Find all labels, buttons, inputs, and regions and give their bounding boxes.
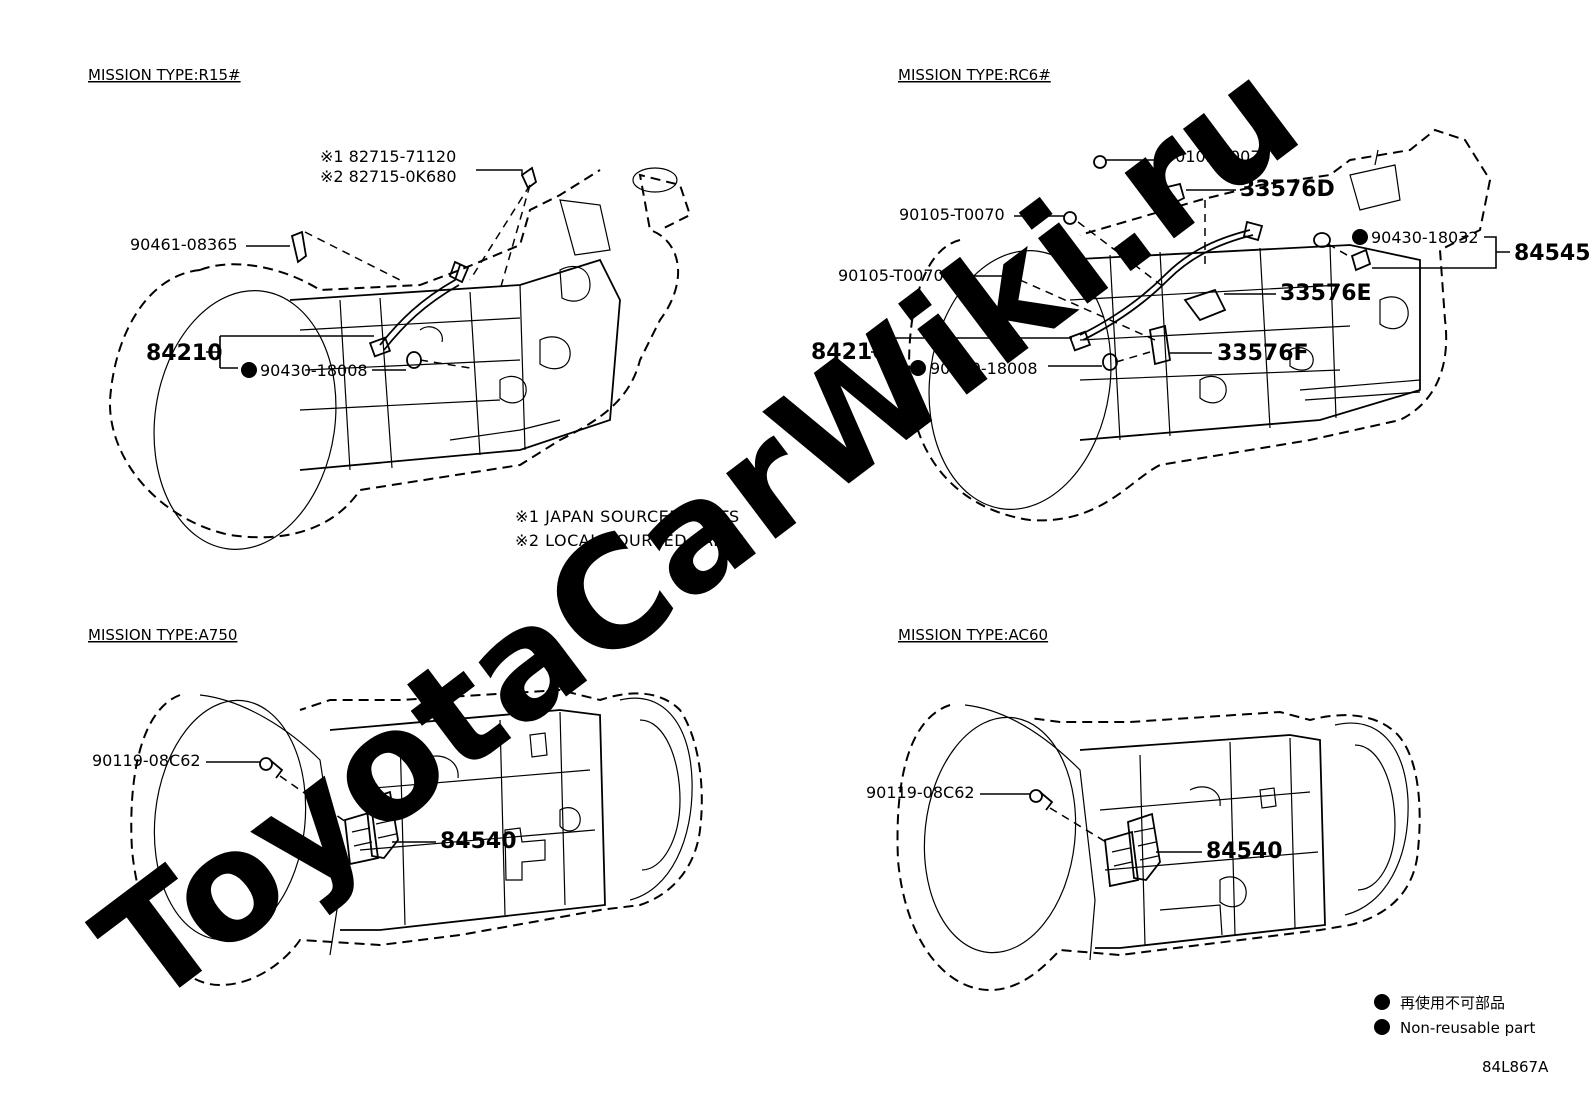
legend-text-japanese: 再使用不可部品 xyxy=(1400,994,1505,1012)
label-33576F: 33576F xyxy=(1217,341,1309,366)
transmission-a750-illustration xyxy=(130,688,703,987)
legend-non-reusable-marker xyxy=(1374,994,1390,1010)
section-a750: MISSION TYPE:A750 90119-08C62 84540 xyxy=(88,626,703,987)
label-90105-T0070-a: 90105-T0070 xyxy=(1165,147,1271,166)
figure-code: 84L867A xyxy=(1482,1058,1549,1076)
label-90119-08C62: 90119-08C62 xyxy=(866,783,975,802)
legend-text-english: Non-reusable part xyxy=(1400,1019,1535,1037)
label-33576D: 33576D xyxy=(1240,177,1335,202)
section-title-r15: MISSION TYPE:R15# xyxy=(88,66,241,84)
section-title-ac60: MISSION TYPE:AC60 xyxy=(898,626,1048,644)
transmission-rc6-illustration xyxy=(908,128,1492,522)
section-r15: MISSION TYPE:R15# xyxy=(88,66,745,550)
label-90461-08365: 90461-08365 xyxy=(130,235,238,254)
label-90119-08C62: 90119-08C62 xyxy=(92,751,201,770)
label-82715-0K680: ※2 82715-0K680 xyxy=(320,167,457,186)
section-ac60: MISSION TYPE:AC60 90119-08C62 84540 xyxy=(866,626,1421,992)
note-local-sourced: ※2 LOCAL SOURCED PARTS xyxy=(515,531,745,550)
non-reusable-marker xyxy=(910,360,926,376)
label-82715-71120: ※1 82715-71120 xyxy=(320,147,456,166)
label-90430-18008: 90430-18008 xyxy=(260,361,368,380)
transmission-ac60-illustration xyxy=(896,704,1421,992)
label-84540: 84540 xyxy=(440,829,517,854)
label-90430-18008: 90430-18008 xyxy=(930,359,1038,378)
non-reusable-marker xyxy=(241,362,257,378)
label-90105-T0070-b: 90105-T0070 xyxy=(899,205,1005,224)
label-33576E: 33576E xyxy=(1280,281,1372,306)
section-rc6: MISSION TYPE:RC6# xyxy=(811,66,1591,522)
legend: 再使用不可部品 Non-reusable part xyxy=(1374,994,1535,1037)
label-84210: 84210 xyxy=(146,341,223,366)
label-90105-T0070-c: 90105-T0070 xyxy=(838,266,944,285)
section-title-a750: MISSION TYPE:A750 xyxy=(88,626,237,644)
transmission-r15-illustration xyxy=(108,166,692,550)
legend-non-reusable-marker xyxy=(1374,1019,1390,1035)
label-84545: 84545 xyxy=(1514,241,1591,266)
non-reusable-marker xyxy=(1352,229,1368,245)
note-japan-sourced: ※1 JAPAN SOURCED PARTS xyxy=(515,507,740,526)
label-84540: 84540 xyxy=(1206,839,1283,864)
section-title-rc6: MISSION TYPE:RC6# xyxy=(898,66,1051,84)
label-90430-18032: 90430-18032 xyxy=(1371,228,1479,247)
